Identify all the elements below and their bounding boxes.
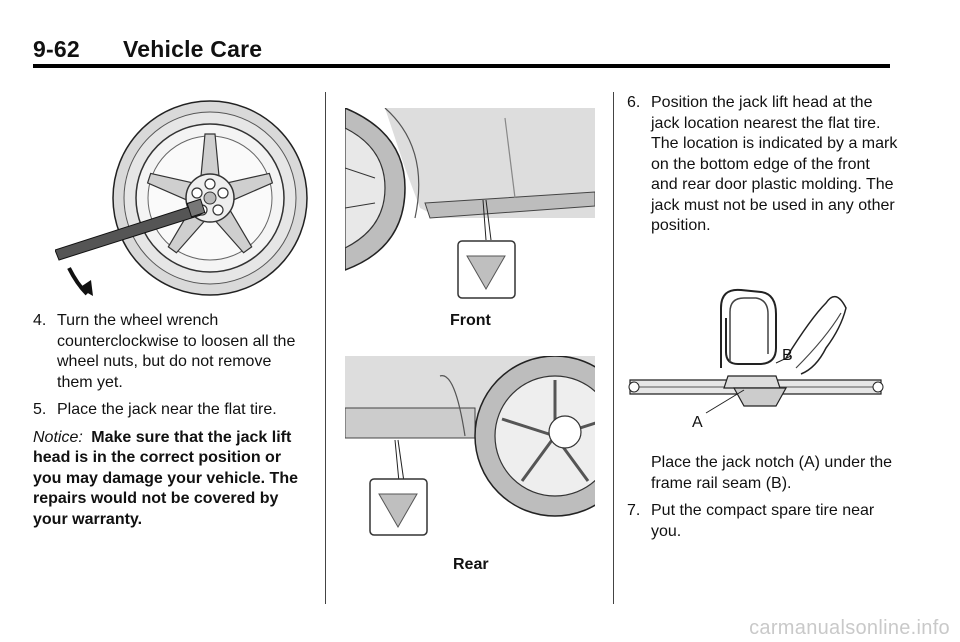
- step-text: Put the compact spare tire near you.: [651, 502, 875, 540]
- step-number: 6.: [627, 94, 641, 111]
- step-text: Position the jack lift head at the jack …: [651, 94, 898, 234]
- step-5: 5. Place the jack near the flat tire.: [33, 400, 308, 421]
- step-number: 4.: [33, 312, 47, 329]
- front-caption: Front: [450, 312, 491, 329]
- wheel-wrench-illustration: [55, 100, 308, 296]
- jack-illustration: A B: [628, 288, 884, 431]
- header-rule: [33, 64, 890, 68]
- rear-jack-location-illustration: [345, 356, 595, 536]
- column-divider-right: [613, 92, 614, 604]
- step-text: Turn the wheel wrench counterclockwise t…: [57, 312, 296, 391]
- front-jack-location-illustration: [345, 108, 595, 304]
- page-title: Vehicle Care: [123, 36, 263, 62]
- column-divider-left: [325, 92, 326, 604]
- left-column-text: 4. Turn the wheel wrench counterclockwis…: [33, 311, 308, 530]
- step-number: 5.: [33, 401, 47, 418]
- notice-label: Notice:: [33, 428, 83, 446]
- label-a: A: [692, 414, 703, 431]
- step-6: 6. Position the jack lift head at the ja…: [627, 93, 899, 237]
- step-text: Place the jack near the flat tire.: [57, 401, 277, 418]
- jack-caption: Place the jack notch (A) under the frame…: [651, 454, 893, 492]
- page-header: 9-62 Vehicle Care: [33, 36, 262, 63]
- watermark: carmanualsonline.info: [749, 617, 950, 639]
- step-7: 7. Put the compact spare tire near you.: [627, 501, 897, 542]
- label-b: B: [782, 347, 793, 364]
- notice-text: Make sure that the jack lift head is in …: [33, 428, 298, 528]
- rear-caption: Rear: [453, 556, 489, 573]
- page-number: 9-62: [33, 36, 80, 62]
- step-4: 4. Turn the wheel wrench counterclockwis…: [33, 311, 308, 393]
- step-number: 7.: [627, 502, 641, 519]
- notice: Notice: Make sure that the jack lift hea…: [33, 428, 308, 531]
